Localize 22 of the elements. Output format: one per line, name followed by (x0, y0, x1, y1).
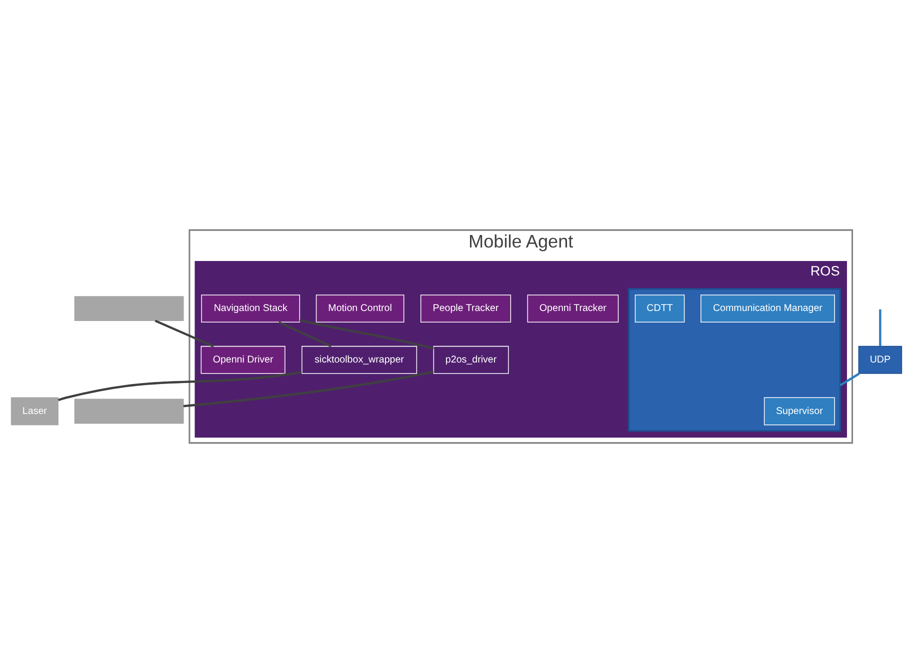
connector (58, 370, 302, 401)
node-box: sicktoolbox_wrapper (302, 345, 418, 374)
node-box: Openni Driver (200, 345, 286, 374)
connector (154, 319, 214, 347)
node-box (74, 398, 184, 424)
node-box: Laser (10, 396, 58, 425)
connector (299, 318, 434, 350)
node-box: CDTT (634, 294, 685, 322)
node-box: p2os_driver (433, 345, 509, 374)
connector (183, 370, 434, 407)
node-box: Supervisor (764, 396, 835, 425)
node-box (74, 296, 184, 321)
node-box: People Tracker (420, 294, 512, 322)
node-box: Openni Tracker (527, 294, 619, 322)
connector (879, 308, 882, 346)
node-box: UDP (858, 345, 902, 374)
node-box: Motion Control (316, 294, 404, 322)
connector (840, 372, 860, 386)
connector (278, 320, 332, 347)
node-box: Navigation Stack (201, 294, 300, 322)
node-box: Communication Manager (700, 294, 835, 322)
cluster (628, 288, 841, 432)
